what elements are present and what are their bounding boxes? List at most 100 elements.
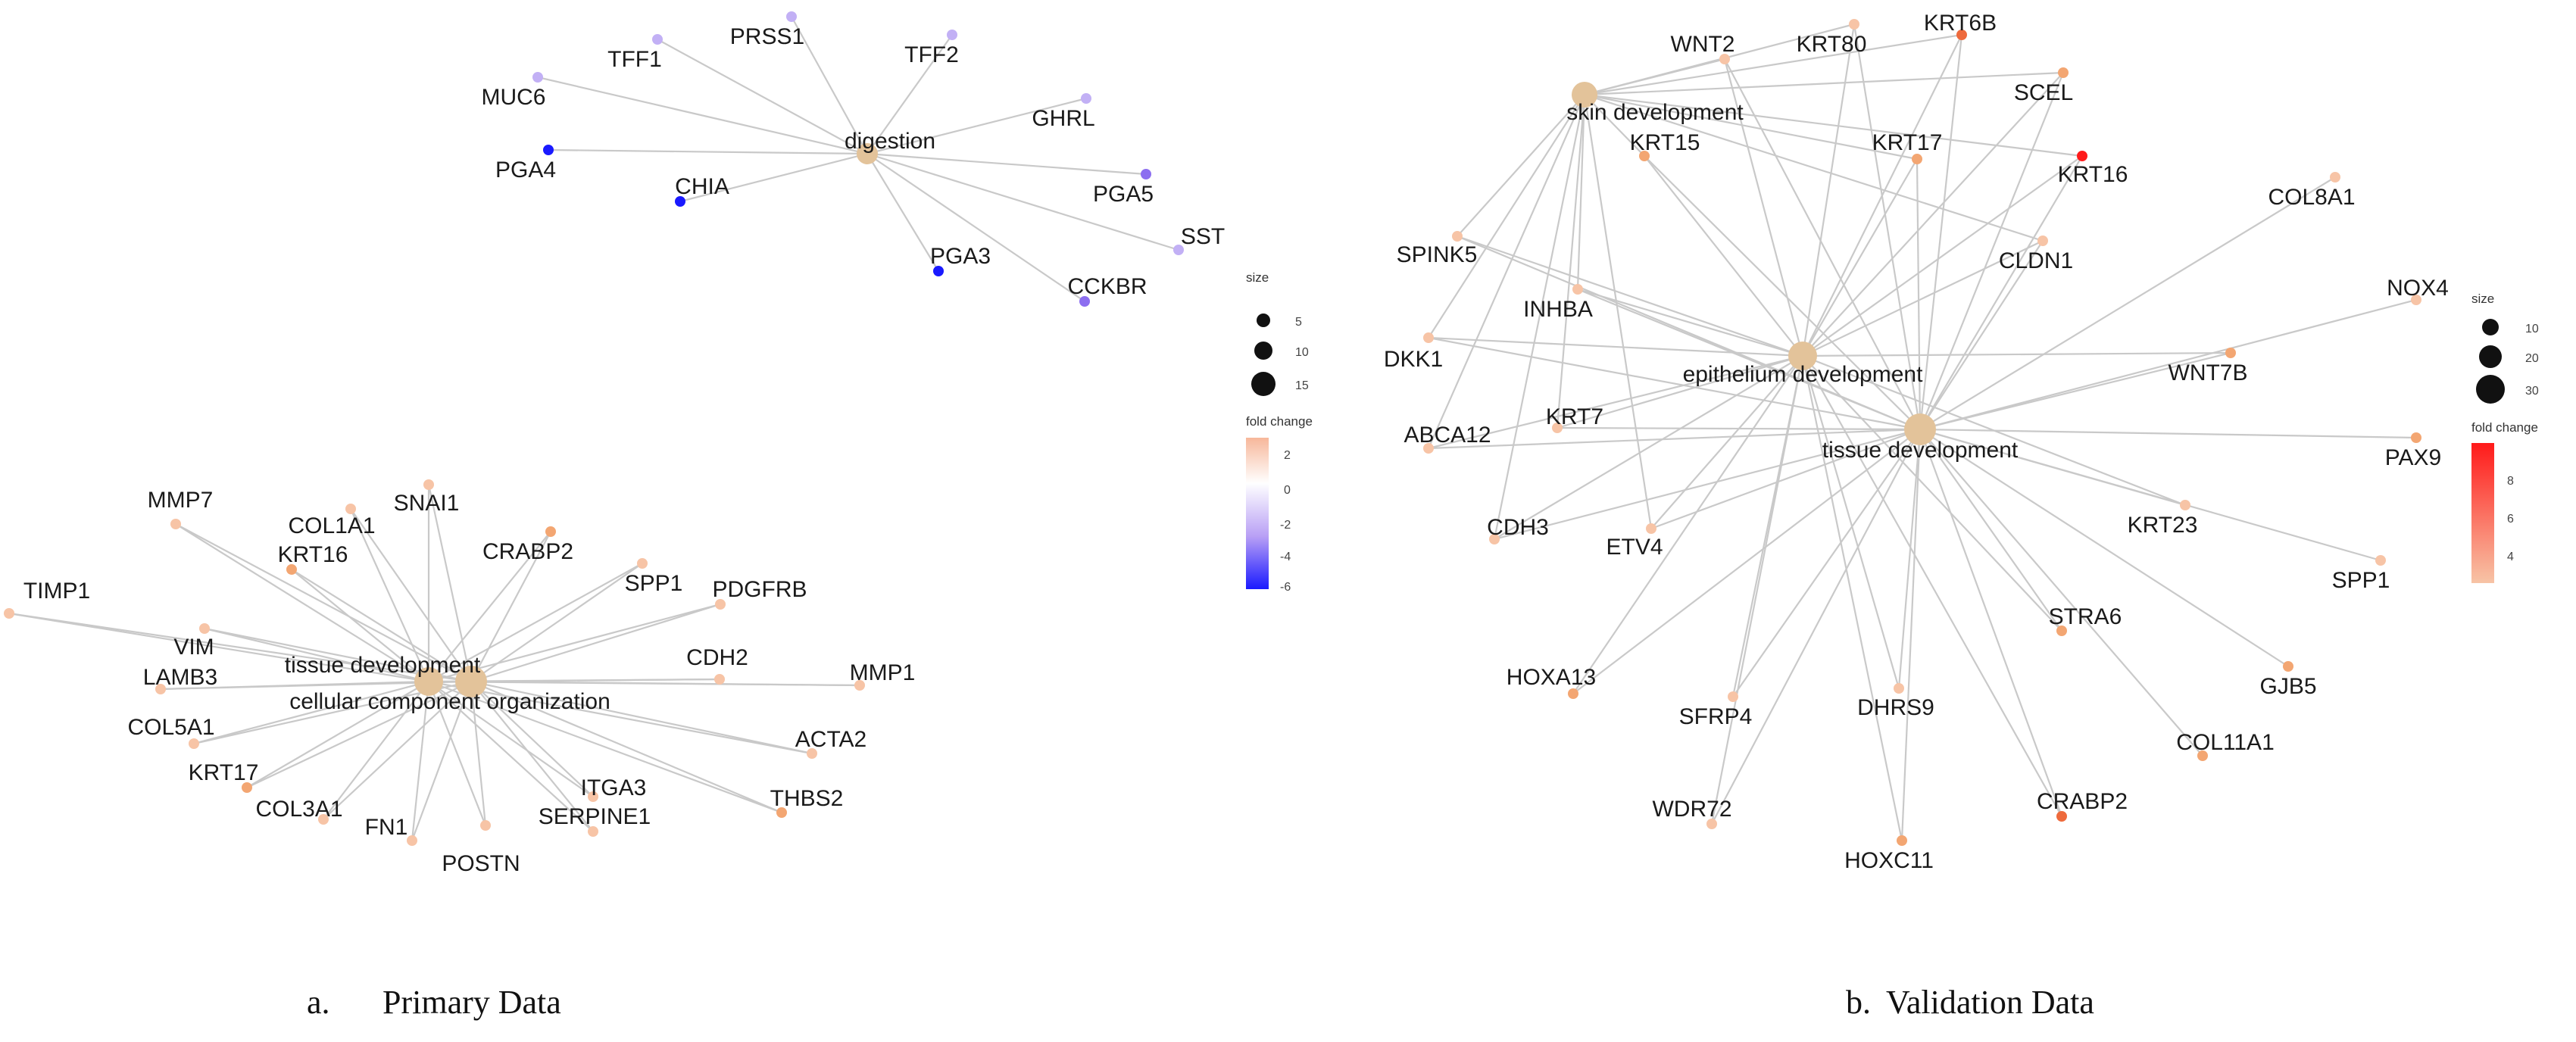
a-tissue-label-krt16: KRT16 (278, 542, 348, 567)
b-node-krt17 (1912, 154, 1922, 164)
b-edge-epithelium-development-cldn1 (1802, 240, 2044, 357)
b-node-scel (2058, 67, 2069, 78)
b-edge-skin-development-krt7 (1556, 94, 1586, 429)
b-edge-epithelium-development-dkk1 (1428, 336, 1803, 357)
a-tissue-edge-cellular-component-organization-thbs2 (470, 680, 782, 814)
a-tissue-node-krt17 (242, 782, 252, 793)
a-tissue-node-postn (480, 820, 491, 831)
b-edge-tissue-development-crabp2 (1919, 429, 2063, 817)
a-digestion-node-sst (1173, 245, 1184, 255)
b-node-nox4 (2411, 295, 2421, 305)
a-tissue-node-col1a1 (345, 504, 356, 514)
a-tissue-edge-cellular-component-organization-serpine1 (470, 681, 594, 832)
legend-b-color-tick-1: 8 (2507, 475, 2514, 488)
a-tissue-label-spp1: SPP1 (625, 571, 683, 596)
b-edge-tissue-development-hoxa13 (1572, 429, 1921, 694)
b-edge-tissue-development-nox4 (1919, 298, 2417, 431)
legend-a-color-tick-5: -6 (1280, 581, 1291, 594)
b-edge-tissue-development-pax9 (1919, 428, 2417, 439)
legend-a-size-dot-mid (1254, 342, 1272, 360)
b-edge-tissue-development-krt15 (1644, 155, 1921, 430)
b-edge-epithelium-development-krt16 (1802, 155, 2083, 357)
b-label-krt6b: KRT6B (1924, 11, 1997, 36)
b-node-col8a1 (2330, 172, 2340, 183)
b-edge-epithelium-development-krt6b (1802, 34, 1962, 357)
b-edge-epithelium-development-krt15 (1644, 155, 1803, 357)
a-tissue-node-timp1 (4, 608, 14, 619)
b-node-pax9 (2411, 432, 2421, 443)
a-digestion-label-tff2: TFF2 (904, 42, 959, 67)
caption-a-letter: a. (307, 984, 330, 1021)
b-edge-tissue-development-krt6b (1919, 34, 1963, 430)
b-edge-epithelium-development-etv4 (1650, 355, 1803, 529)
b-hub-tissue-development (1904, 413, 1936, 445)
b-node-etv4 (1646, 523, 1656, 534)
a-tissue-edge-tissue-development-vim (204, 627, 429, 683)
b-hub-label-epithelium-development: epithelium development (1683, 362, 1924, 387)
legend-a-color-tick-4: -4 (1280, 551, 1291, 563)
b-node-krt16 (2077, 151, 2087, 161)
b-label-spink5: SPINK5 (1397, 242, 1478, 267)
b-edge-tissue-development-sfrp4 (1732, 429, 1921, 697)
a-digestion-edge-digestion-pga4 (548, 148, 868, 155)
b-edge-tissue-development-spp1 (1919, 428, 2381, 562)
b-label-krt15: KRT15 (1630, 130, 1700, 155)
a-tissue-label-snai1: SNAI1 (394, 491, 460, 516)
a-digestion-edge-digestion-cckbr (866, 153, 1085, 302)
legend-b: size 10 20 30 fold change 8 6 4 (2471, 292, 2539, 583)
b-edge-skin-development-krt80 (1584, 23, 1855, 96)
b-label-sfrp4: SFRP4 (1679, 704, 1753, 729)
legend-b-color-tick-2: 6 (2507, 513, 2514, 526)
a-tissue-edge-cellular-component-organization-acta2 (470, 680, 813, 755)
b-node-crabp2 (2056, 811, 2067, 822)
b-label-hoxa13: HOXA13 (1507, 665, 1596, 690)
b-node-stra6 (2056, 626, 2067, 636)
legend-b-color-tick-3: 4 (2507, 551, 2514, 563)
b-label-krt7: KRT7 (1546, 404, 1603, 429)
b-edge-tissue-development-wdr72 (1711, 429, 1921, 825)
a-digestion-edge-digestion-chia (679, 152, 868, 203)
b-label-pax9: PAX9 (2385, 445, 2442, 470)
b-label-krt17: KRT17 (1872, 130, 1943, 155)
b-edge-epithelium-development-abca12 (1428, 354, 1803, 450)
b-edge-epithelium-development-spink5 (1457, 235, 1803, 357)
b-label-wnt7b: WNT7B (2169, 360, 2248, 385)
a-digestion-node-pga3 (933, 266, 944, 276)
a-tissue-node-vim (199, 623, 210, 634)
a-digestion-label-tff1: TFF1 (607, 47, 662, 72)
b-edge-epithelium-development-wnt7b (1802, 351, 2231, 357)
a-tissue-edge-cellular-component-organization-mmp7 (175, 523, 472, 682)
b-edge-tissue-development-col8a1 (1919, 176, 2336, 430)
b-label-gjb5: GJB5 (2259, 674, 2316, 699)
a-tissue-edge-cellular-component-organization-mmp1 (470, 680, 860, 687)
b-edge-tissue-development-wnt2 (1724, 58, 1921, 430)
b-edge-tissue-development-cdh3 (1494, 428, 1921, 541)
b-node-cdh3 (1489, 534, 1500, 544)
a-tissue-edge-tissue-development-col1a1 (349, 508, 430, 682)
a-digestion-edge-digestion-ghrl (866, 97, 1087, 155)
a-tissue-hub-cellular-component-organization (455, 666, 487, 697)
a-tissue-label-postn: POSTN (442, 851, 520, 876)
b-edge-skin-development-abca12 (1427, 94, 1586, 449)
a-tissue-node-cdh2 (714, 674, 725, 685)
a-tissue-edge-tissue-development-itga3 (428, 681, 594, 797)
b-edge-tissue-development-krt17 (1916, 158, 1922, 430)
b-edge-tissue-development-stra6 (1919, 429, 2062, 632)
a-tissue-edge-tissue-development-serpine1 (428, 681, 594, 832)
a-digestion-node-pga5 (1141, 169, 1151, 179)
b-node-sfrp4 (1728, 691, 1738, 702)
b-node-dhrs9 (1894, 683, 1904, 694)
b-hub-skin-development (1572, 82, 1597, 108)
a-tissue-label-krt17: KRT17 (189, 760, 259, 785)
a-tissue-label-vim: VIM (173, 635, 214, 660)
a-tissue-edge-tissue-development-krt16 (291, 569, 429, 682)
a-tissue-label-pdgfrb: PDGFRB (712, 577, 807, 602)
b-edge-skin-development-cldn1 (1584, 93, 2044, 242)
b-edge-tissue-development-hoxc11 (1900, 429, 1922, 841)
a-tissue-edge-tissue-development-thbs2 (428, 680, 782, 814)
b-node-dkk1 (1423, 332, 1434, 343)
caption-a-text: Primary Data (382, 984, 561, 1021)
b-label-col11a1: COL11A1 (2176, 730, 2275, 755)
legend-a-size-label-3: 15 (1295, 379, 1309, 392)
